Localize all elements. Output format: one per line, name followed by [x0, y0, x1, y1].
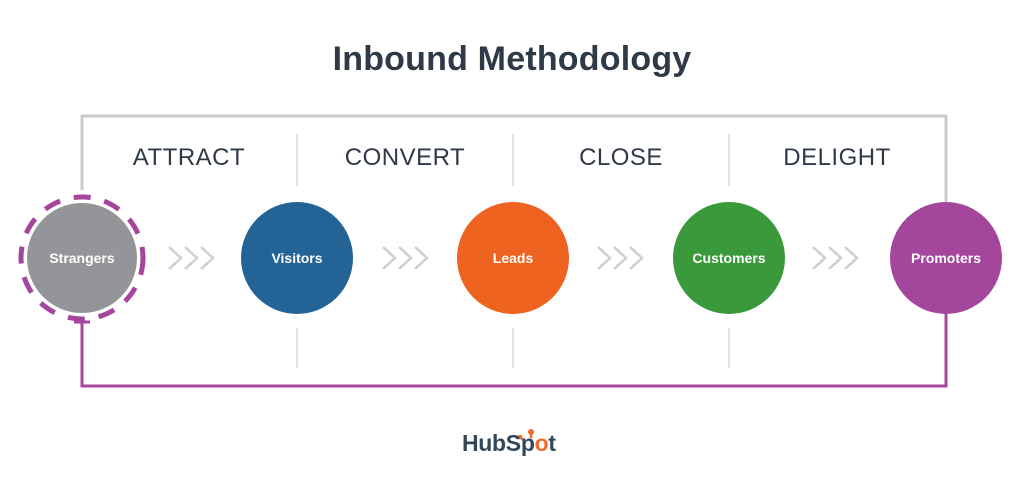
- stage-dividers: [296, 134, 730, 368]
- node-label-customers: Customers: [692, 250, 765, 266]
- node-label-leads: Leads: [493, 250, 534, 266]
- node-label-strangers: Strangers: [49, 250, 115, 266]
- node-label-visitors: Visitors: [271, 250, 322, 266]
- hubspot-sprocket-icon: [517, 429, 534, 443]
- node-promoters: [890, 202, 1002, 314]
- sprocket-top-dot: [528, 429, 534, 435]
- chevron-icon: [844, 246, 859, 270]
- chevron-group-4: [812, 246, 859, 270]
- node-leads: [457, 202, 569, 314]
- chevron-icon: [597, 246, 612, 270]
- chevron-icon: [184, 246, 199, 270]
- chevron-icon: [613, 246, 628, 270]
- chevron-group-1: [168, 246, 215, 270]
- node-label-promoters: Promoters: [911, 250, 981, 266]
- node-visitors: [241, 202, 353, 314]
- stage-label-close: CLOSE: [579, 144, 663, 171]
- chevron-group-3: [597, 246, 644, 270]
- bottom-loop-line: [80, 312, 948, 388]
- chevron-icon: [414, 246, 429, 270]
- sprocket-spoke: [520, 437, 526, 443]
- hubspot-logo: HubSpot: [462, 430, 556, 457]
- logo-text-part3: t: [548, 430, 556, 456]
- chevron-icon: [828, 246, 843, 270]
- chevron-icon: [812, 246, 827, 270]
- chevron-icon: [398, 246, 413, 270]
- strangers-dashed-ring: [18, 194, 146, 322]
- sprocket-left-dot: [517, 434, 523, 440]
- logo-text-part1: HubSp: [462, 430, 535, 456]
- node-customers: [673, 202, 785, 314]
- chevron-icon: [629, 246, 644, 270]
- logo-text-accent: o: [534, 430, 549, 456]
- node-strangers: [27, 203, 137, 313]
- stage-label-convert: CONVERT: [344, 144, 466, 171]
- stage-label-delight: DELIGHT: [783, 144, 891, 171]
- chevron-icon: [382, 246, 397, 270]
- stage-label-attract: ATTRACT: [132, 144, 246, 171]
- chevron-icon: [200, 246, 215, 270]
- chevron-group-2: [382, 246, 429, 270]
- chevron-icon: [168, 246, 183, 270]
- diagram-title: Inbound Methodology: [332, 40, 692, 78]
- top-loop-line: [80, 114, 948, 205]
